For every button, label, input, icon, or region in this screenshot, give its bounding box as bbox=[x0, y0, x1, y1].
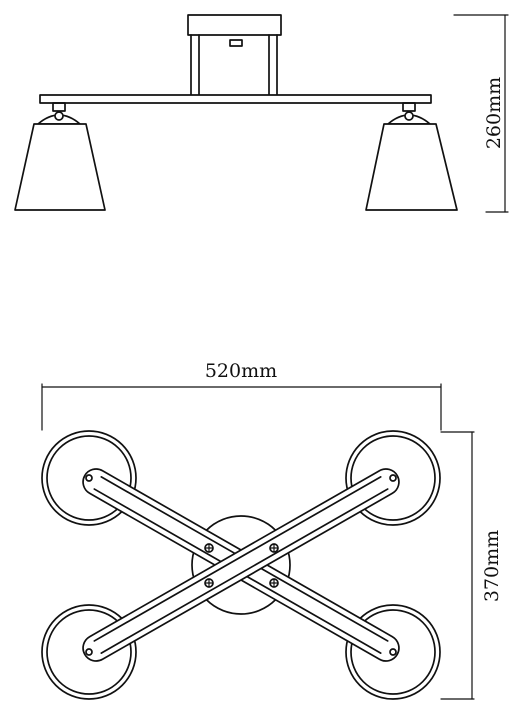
screw-top-left bbox=[204, 543, 214, 553]
shade-top-left bbox=[41, 430, 137, 526]
right-lamp-shade bbox=[365, 123, 458, 211]
hole-top-right bbox=[389, 474, 397, 482]
canopy-box bbox=[187, 14, 282, 36]
hole-top-left bbox=[85, 474, 93, 482]
mounting-bar bbox=[39, 94, 432, 104]
left-lamp bbox=[14, 102, 106, 211]
shade-bottom-left bbox=[41, 604, 137, 700]
hole-bottom-right bbox=[389, 648, 397, 656]
screw-bottom-right bbox=[269, 578, 279, 588]
left-lamp-knob bbox=[54, 111, 64, 121]
left-lamp-shade bbox=[14, 123, 106, 211]
screw-top-right bbox=[269, 543, 279, 553]
depth-label: 370mm bbox=[481, 530, 503, 602]
left-lamp-stem bbox=[52, 102, 66, 112]
top-view: 520mm 370mm bbox=[41, 360, 503, 700]
depth-dimension: 370mm bbox=[440, 431, 503, 700]
shade-bottom-right bbox=[345, 604, 441, 700]
canopy-switch bbox=[229, 39, 243, 47]
right-lamp-stem bbox=[402, 102, 416, 112]
right-lamp-knob bbox=[404, 111, 414, 121]
width-label: 520mm bbox=[205, 360, 277, 382]
side-view: 260mm bbox=[14, 14, 509, 213]
height-dimension: 260mm bbox=[453, 14, 509, 213]
hole-bottom-left bbox=[85, 648, 93, 656]
right-lamp bbox=[365, 102, 458, 211]
width-dimension: 520mm bbox=[41, 360, 442, 431]
height-label: 260mm bbox=[483, 77, 505, 149]
arm-bl-tr bbox=[82, 468, 400, 662]
shade-top-right bbox=[345, 430, 441, 526]
screw-bottom-left bbox=[204, 578, 214, 588]
